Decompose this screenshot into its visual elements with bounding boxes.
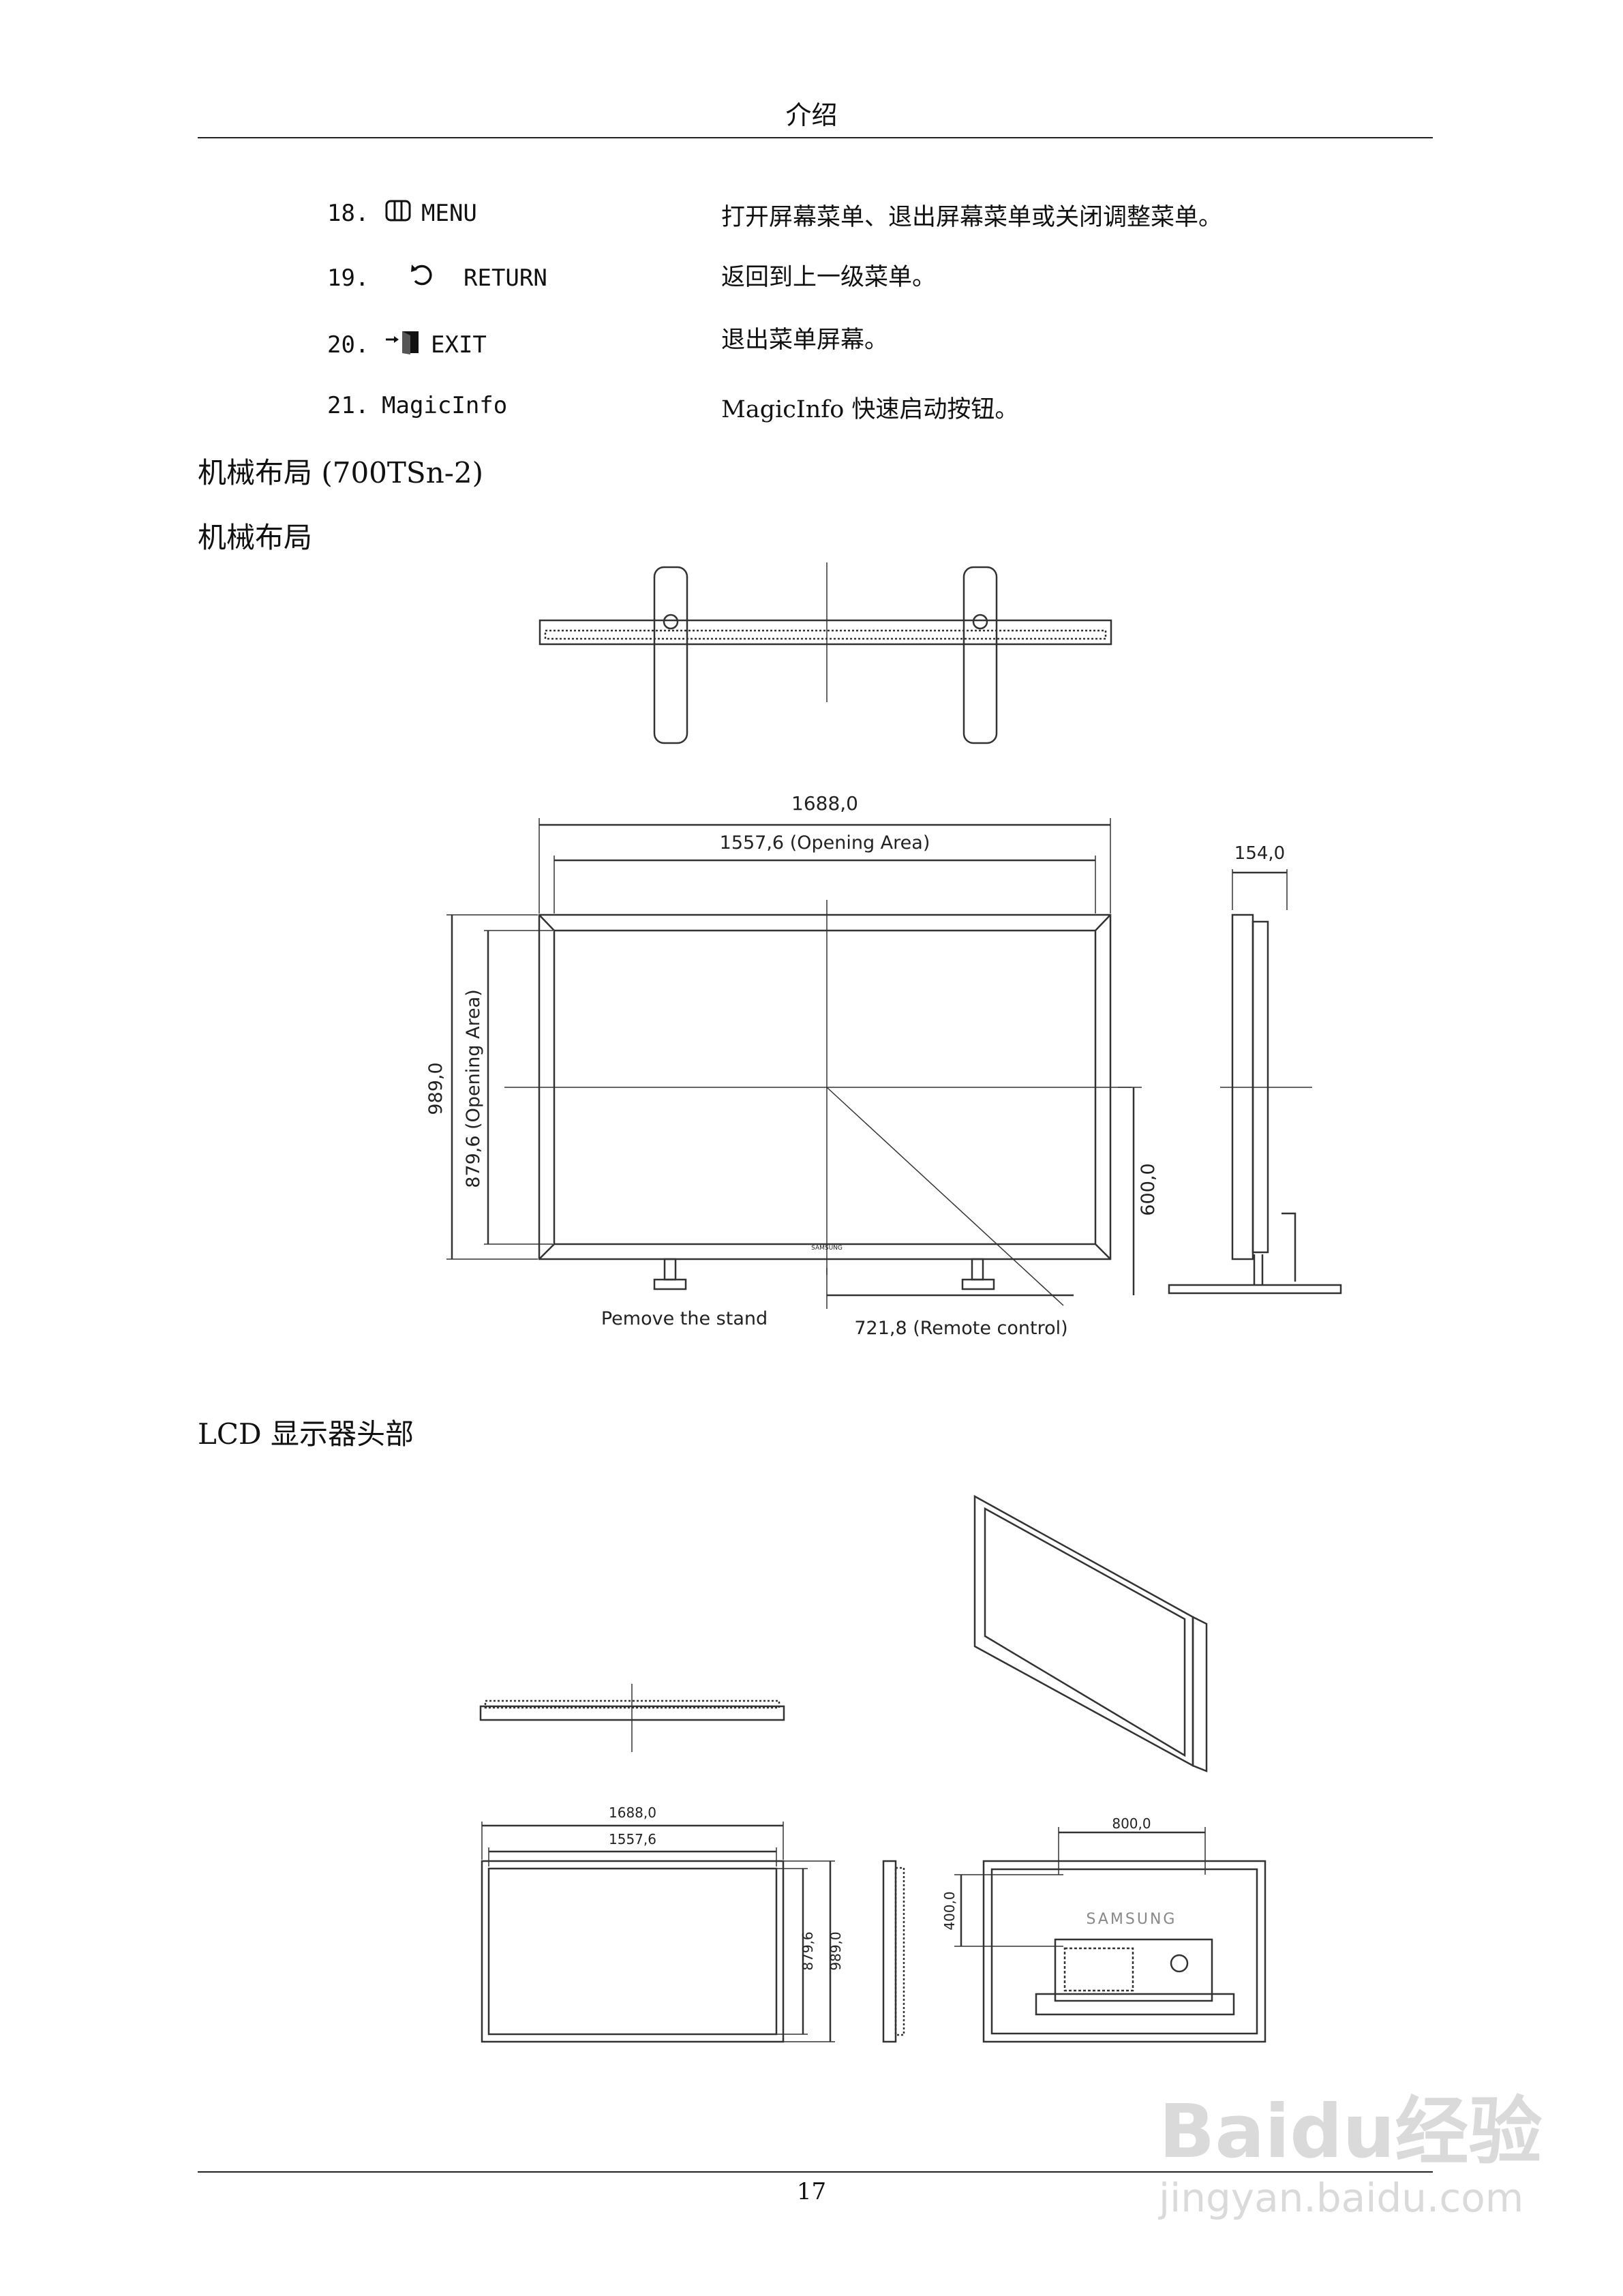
item-description: MagicInfo 快速启动按钮。 [721,396,1019,423]
lcd-head-drawing: 1688,0 1557,6 879,6 989,0 800,0 400,0 SA… [479,1494,1266,2043]
item-label: MENU [421,200,477,227]
remove-stand-label: Pemove the stand [601,1308,768,1329]
side-view [882,1860,905,2043]
dim-width-label: 1688,0 [791,792,858,815]
item-description: 退出菜单屏幕。 [721,327,889,354]
perspective-view [973,1494,1208,1772]
brand-logo: SAMSUNG [1087,1911,1177,1928]
list-item: 21. MagicInfo [327,385,507,426]
header-rule [198,137,1433,138]
dim-opening-height-label: 879,6 (Opening Area) [463,989,484,1188]
top-view [539,562,1112,744]
footer-rule [198,2171,1433,2173]
item-description: 返回到上一级菜单。 [721,264,937,291]
return-icon [409,262,436,295]
page-header-title: 介绍 [785,100,838,130]
side-view [1168,869,1342,1295]
item-description: 打开屏幕菜单、退出屏幕菜单或关闭调整菜单。 [721,204,1223,231]
dim-height-label: 989,0 [828,1931,844,1970]
brand-mark: SAMSUNG [811,1245,843,1252]
list-item: 18. MENU [327,193,477,234]
item-number: 19. [327,265,369,292]
watermark-logo: Baidu经验 [1159,2089,1543,2175]
exit-icon [384,329,421,362]
dim-opening-width-label: 1557,6 (Opening Area) [720,832,930,854]
dim-vesa-width-label: 800,0 [1112,1815,1151,1832]
item-number: 20. [327,331,369,359]
mechanical-layout-drawing: 1688,0 1557,6 (Opening Area) 154,0 989,0… [425,562,1342,1339]
dim-opening-label: 1557,6 [609,1831,656,1847]
page-number: 17 [796,2178,827,2205]
list-item: 19. RETURN [327,258,547,299]
dim-stand-height-label: 600,0 [1138,1163,1159,1215]
item-label: EXIT [431,331,487,359]
front-view [446,818,1142,1309]
remote-control-label: 721,8 (Remote control) [854,1318,1067,1339]
item-label: RETURN [464,265,547,292]
item-label: MagicInfo [382,392,508,419]
item-number: 21. [327,392,369,419]
section-title: 机械布局 (700TSn-2) [198,456,484,489]
back-view [954,1827,1266,2043]
section-subtitle: 机械布局 [198,521,313,554]
list-item: 20. EXIT [327,324,487,365]
dim-height-label: 989,0 [425,1062,446,1115]
section-title: LCD 显示器头部 [198,1417,414,1451]
front-view [481,1822,835,2043]
menu-icon [384,199,412,228]
dim-width-label: 1688,0 [609,1804,656,1821]
dim-depth-label: 154,0 [1234,843,1285,864]
dim-vesa-height-label: 400,0 [941,1891,958,1930]
watermark-url: jingyan.baidu.com [1159,2175,1524,2221]
item-number: 18. [327,200,369,227]
dim-opening-height-label: 879,6 [800,1931,816,1970]
